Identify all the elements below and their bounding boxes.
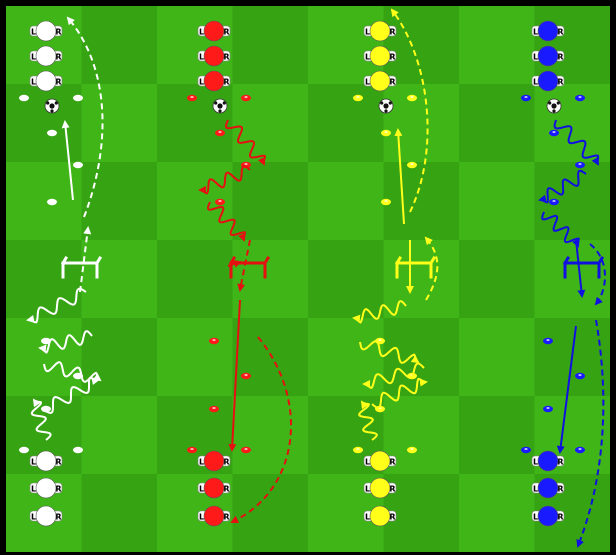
player-badge-right: R xyxy=(557,28,563,37)
cone-marker xyxy=(187,95,197,101)
player-badge-left: L xyxy=(533,513,538,522)
cone-marker xyxy=(353,95,363,101)
player-badge-left: L xyxy=(365,513,370,522)
player-badge-left: L xyxy=(365,53,370,62)
cone-marker xyxy=(543,406,553,412)
soccer-ball-icon xyxy=(45,99,59,113)
player-badge-left: L xyxy=(533,53,538,62)
player-badge-left: L xyxy=(199,513,204,522)
cone-marker xyxy=(241,373,251,379)
player-badge-right: R xyxy=(389,513,395,522)
cone-marker xyxy=(19,447,29,453)
cone-marker xyxy=(187,447,197,453)
player-badge-right: R xyxy=(557,485,563,494)
player-badge-left: L xyxy=(199,53,204,62)
player-badge-right: R xyxy=(389,485,395,494)
player-badge-right: R xyxy=(55,78,61,87)
cone-marker xyxy=(19,95,29,101)
player-badge-right: R xyxy=(223,513,229,522)
player-badge-left: L xyxy=(199,485,204,494)
cone-marker xyxy=(241,95,251,101)
player-badge-left: L xyxy=(199,458,204,467)
cone-marker xyxy=(549,199,559,205)
player-badge-left: L xyxy=(533,78,538,87)
player-badge-left: L xyxy=(533,28,538,37)
cone-marker xyxy=(47,130,57,136)
cone-marker xyxy=(209,406,219,412)
player-badge-left: L xyxy=(31,513,36,522)
player-badge-right: R xyxy=(55,458,61,467)
player-badge-right: R xyxy=(223,485,229,494)
player-badge-right: R xyxy=(557,513,563,522)
player-badge-left: L xyxy=(31,78,36,87)
cone-marker xyxy=(353,447,363,453)
player-badge-left: L xyxy=(199,78,204,87)
cone-marker xyxy=(73,447,83,453)
player-badge-right: R xyxy=(223,78,229,87)
cone-marker xyxy=(47,199,57,205)
player-badge-right: R xyxy=(389,78,395,87)
player-badge-right: R xyxy=(389,458,395,467)
cone-marker xyxy=(381,199,391,205)
player-badge-right: R xyxy=(223,28,229,37)
cone-marker xyxy=(407,95,417,101)
soccer-ball-icon xyxy=(213,99,227,113)
player-badge-left: L xyxy=(365,28,370,37)
cone-marker xyxy=(241,447,251,453)
player-badge-left: L xyxy=(199,28,204,37)
player-badge-left: L xyxy=(365,485,370,494)
cone-marker xyxy=(575,95,585,101)
cone-marker xyxy=(215,199,225,205)
player-badge-left: L xyxy=(31,458,36,467)
cone-marker xyxy=(521,447,531,453)
player-badge-right: R xyxy=(223,53,229,62)
player-badge-right: R xyxy=(55,53,61,62)
cone-marker xyxy=(543,338,553,344)
cone-marker xyxy=(407,162,417,168)
cone-marker xyxy=(575,162,585,168)
cone-marker xyxy=(549,130,559,136)
player-badge-right: R xyxy=(55,28,61,37)
cone-marker xyxy=(215,130,225,136)
player-badge-right: R xyxy=(55,513,61,522)
player-badge-right: R xyxy=(389,28,395,37)
player-badge-left: L xyxy=(533,458,538,467)
soccer-ball-icon xyxy=(379,99,393,113)
cone-marker xyxy=(381,130,391,136)
player-badge-left: L xyxy=(365,458,370,467)
player-badge-right: R xyxy=(557,458,563,467)
cone-marker xyxy=(73,162,83,168)
player-badge-right: R xyxy=(557,53,563,62)
player-badge-left: L xyxy=(31,485,36,494)
cone-marker xyxy=(407,447,417,453)
cone-marker xyxy=(575,373,585,379)
player-badge-right: R xyxy=(55,485,61,494)
player-badge-left: L xyxy=(365,78,370,87)
soccer-ball-icon xyxy=(547,99,561,113)
player-badge-left: L xyxy=(31,53,36,62)
cone-marker xyxy=(209,338,219,344)
player-badge-left: L xyxy=(533,485,538,494)
cone-marker xyxy=(521,95,531,101)
cone-marker xyxy=(73,95,83,101)
player-badge-right: R xyxy=(557,78,563,87)
player-badge-right: R xyxy=(223,458,229,467)
cone-marker xyxy=(575,447,585,453)
player-badge-left: L xyxy=(31,28,36,37)
player-badge-right: R xyxy=(389,53,395,62)
